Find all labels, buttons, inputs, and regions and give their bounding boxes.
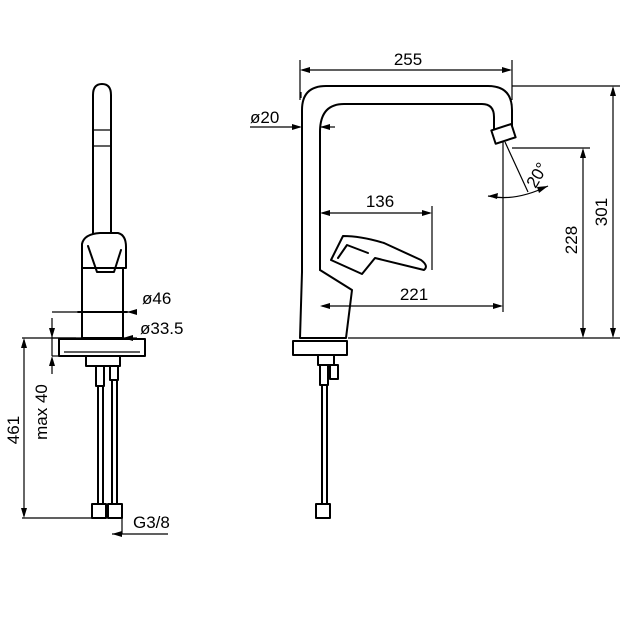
dim-outlet-221: 221 bbox=[400, 285, 428, 304]
side-body bbox=[299, 269, 353, 339]
front-body bbox=[81, 267, 124, 339]
dim-total-height-461: 461 bbox=[4, 416, 23, 444]
side-spout-tube bbox=[301, 85, 513, 273]
side-lever bbox=[330, 235, 427, 275]
front-base-plate bbox=[58, 338, 146, 357]
dim-front-diameter-33-5: ø33.5 bbox=[140, 319, 183, 338]
front-supply-hoses bbox=[91, 365, 123, 519]
dim-total-height-301: 301 bbox=[592, 198, 611, 226]
dim-max-40: max 40 bbox=[32, 384, 51, 440]
dim-outlet-height-228: 228 bbox=[562, 226, 581, 254]
side-base-plate bbox=[292, 340, 348, 356]
front-view: ø46 ø33.5 461 max 40 G3/8 bbox=[4, 83, 183, 537]
dim-reach-255: 255 bbox=[394, 50, 422, 69]
front-spout-tube bbox=[92, 83, 112, 235]
dim-lever-136: 136 bbox=[366, 192, 394, 211]
side-view: 255 ø20 136 221 20° 228 bbox=[250, 50, 620, 519]
dim-thread-g3-8: G3/8 bbox=[133, 513, 170, 532]
dim-front-diameter-46: ø46 bbox=[142, 289, 171, 308]
dim-tube-diameter-20: ø20 bbox=[250, 108, 279, 127]
side-supply-hoses bbox=[315, 364, 339, 519]
side-aerator bbox=[490, 122, 517, 145]
